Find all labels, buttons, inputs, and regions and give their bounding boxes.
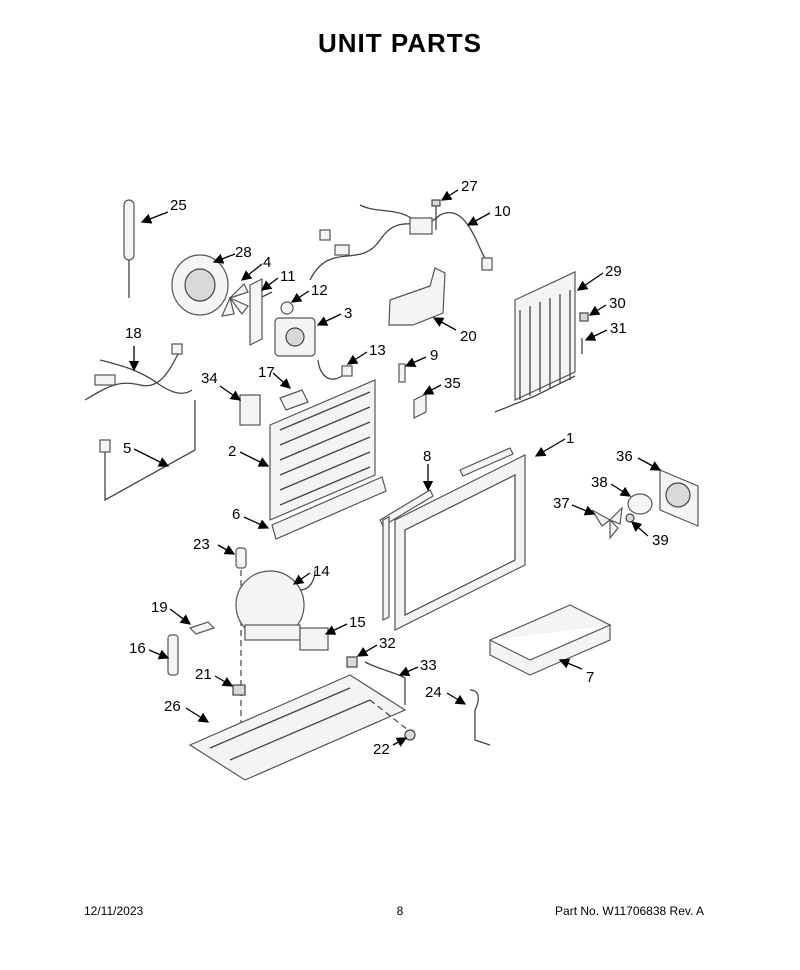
- part-10-wire-harness: [309, 204, 493, 281]
- part-35-clip: [413, 393, 427, 419]
- part-17-pad: [279, 389, 309, 411]
- callout-31: 31: [610, 320, 627, 337]
- callout-29: 29: [605, 263, 622, 280]
- callout-4: 4: [263, 254, 271, 271]
- part-36-ring: [665, 482, 691, 508]
- part-20-duct: [388, 267, 446, 326]
- callout-14: 14: [313, 563, 330, 580]
- part-22-screw: [404, 729, 416, 741]
- callout-7: 7: [586, 669, 594, 686]
- part-8-side-gasket: [382, 516, 390, 621]
- callout-16: 16: [129, 640, 146, 657]
- part-21-grommet: [232, 684, 246, 696]
- callout-22: 22: [373, 741, 390, 758]
- part-37-fan-blade: [591, 506, 623, 540]
- part-12-grommet: [280, 301, 294, 315]
- callout-25: 25: [170, 197, 187, 214]
- part-2-condenser: [269, 379, 376, 521]
- callout-labels: 25 28 4 11 12 3 27 10 20 29 30 31 18 13 …: [123, 178, 669, 758]
- part-29-evaporator: [494, 271, 576, 413]
- callout-18: 18: [125, 325, 142, 342]
- part-25-sensor: [123, 199, 135, 298]
- part-6-tray: [271, 476, 387, 540]
- footer-part-number: Part No. W11706838 Rev. A: [555, 904, 704, 918]
- callout-27: 27: [461, 178, 478, 195]
- part-34-bracket: [239, 394, 261, 426]
- callout-15: 15: [349, 614, 366, 631]
- callout-21: 21: [195, 666, 212, 683]
- part-18-harness: [84, 343, 193, 401]
- part-28-fan-shroud: [171, 254, 229, 316]
- part-5-heater: [99, 400, 196, 502]
- part-38-motor: [627, 493, 653, 515]
- callout-12: 12: [311, 282, 328, 299]
- part-19-grommet: [188, 621, 216, 635]
- part-39-grommet: [625, 513, 635, 523]
- part-16-capacitor: [167, 634, 179, 676]
- callout-37: 37: [553, 495, 570, 512]
- callout-1: 1: [566, 430, 574, 447]
- part-23-filter: [235, 547, 247, 569]
- callout-6: 6: [232, 506, 240, 523]
- part-7-drain-pan: [488, 604, 612, 676]
- part-4-fan-blade: [220, 282, 249, 317]
- part-27-bolt: [431, 199, 441, 230]
- callout-2: 2: [228, 443, 236, 460]
- callout-19: 19: [151, 599, 168, 616]
- callout-3: 3: [344, 305, 352, 322]
- part-33-cord: [364, 661, 406, 705]
- part-3-fan-motor: [249, 278, 316, 357]
- part-32-plug: [346, 656, 358, 668]
- callout-5: 5: [123, 440, 131, 457]
- callout-35: 35: [444, 375, 461, 392]
- callout-8: 8: [423, 448, 431, 465]
- callout-32: 32: [379, 635, 396, 652]
- callout-17: 17: [258, 364, 275, 381]
- page-title: UNIT PARTS: [317, 28, 483, 58]
- callout-20: 20: [460, 328, 477, 345]
- part-14-compressor: [235, 569, 316, 641]
- callout-10: 10: [494, 203, 511, 220]
- part-1-housing: [394, 454, 526, 631]
- footer-date: 12/11/2023: [84, 904, 144, 918]
- callout-34: 34: [201, 370, 218, 387]
- callout-39: 39: [652, 532, 669, 549]
- callout-24: 24: [425, 684, 442, 701]
- callout-36: 36: [616, 448, 633, 465]
- part-8-gasket: [379, 447, 514, 527]
- part-24-tube: [469, 689, 491, 746]
- assembly-line-22: [369, 699, 409, 731]
- callout-13: 13: [369, 342, 386, 359]
- callout-23: 23: [193, 536, 210, 553]
- callout-38: 38: [591, 474, 608, 491]
- part-15-relay: [299, 627, 329, 651]
- part-26-base: [188, 674, 407, 781]
- leader-lines: [128, 189, 662, 747]
- callout-30: 30: [609, 295, 626, 312]
- callout-9: 9: [430, 347, 438, 364]
- callout-11: 11: [280, 268, 296, 285]
- part-9-sensor: [398, 363, 406, 383]
- callout-26: 26: [164, 698, 181, 715]
- part-30-clip: [579, 312, 589, 322]
- footer-page-number: 8: [396, 904, 404, 918]
- callout-28: 28: [235, 244, 252, 261]
- callout-33: 33: [420, 657, 437, 674]
- part-13-plug: [341, 365, 353, 377]
